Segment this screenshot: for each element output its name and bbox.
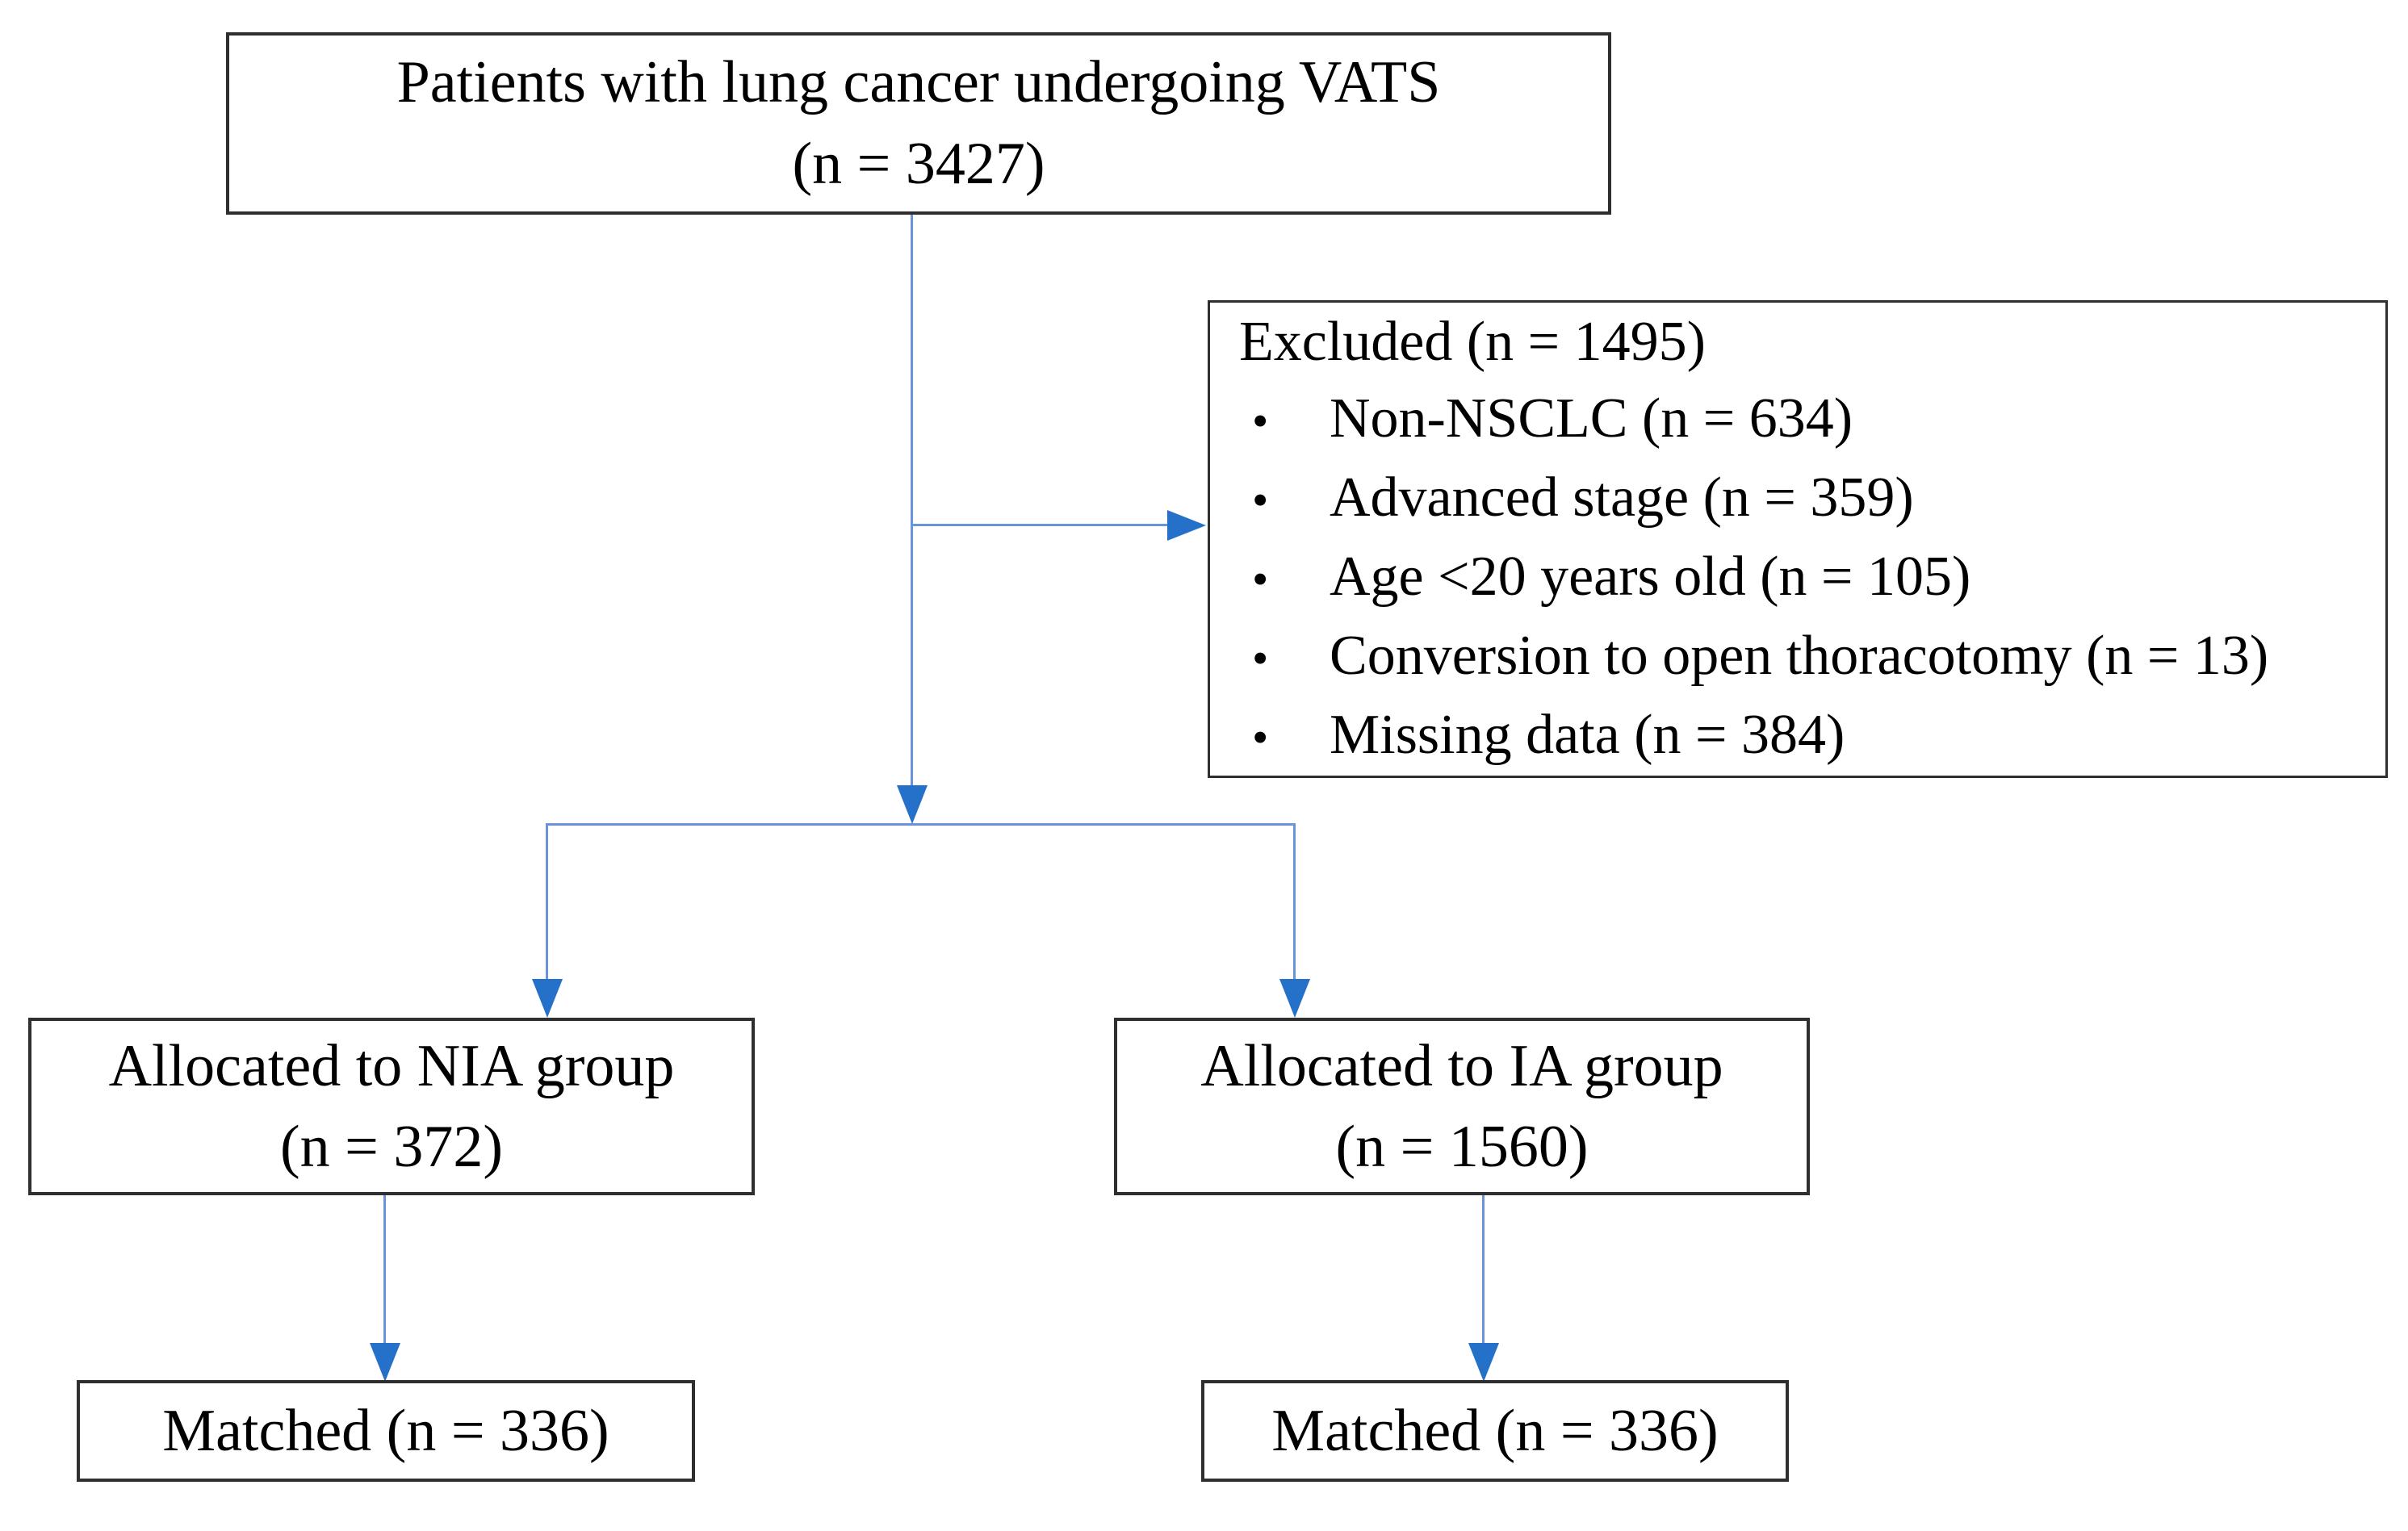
node-enrollment-count: (n = 3427) bbox=[792, 131, 1045, 197]
arrowhead-down-icon bbox=[1279, 979, 1310, 1018]
connector-enrollment-down bbox=[911, 215, 913, 789]
connector-excluded-branch bbox=[912, 524, 1170, 526]
excluded-item: • Age <20 years old (n = 105) bbox=[1239, 538, 2372, 617]
node-enrollment-label: Patients with lung cancer undergoing VAT… bbox=[396, 49, 1441, 115]
connector-split-left-down bbox=[546, 823, 548, 981]
arrowhead-right-icon bbox=[1167, 510, 1206, 541]
connector-nia-to-matched bbox=[383, 1195, 386, 1345]
bullet-icon: • bbox=[1252, 394, 1269, 447]
node-allocated-nia-label: Allocated to NIA group bbox=[108, 1033, 675, 1099]
node-allocated-ia-label: Allocated to IA group bbox=[1200, 1033, 1723, 1099]
arrowhead-down-icon bbox=[370, 1343, 400, 1382]
node-excluded: Excluded (n = 1495) • Non-NSCLC (n = 634… bbox=[1208, 300, 2388, 778]
excluded-item-label: Missing data (n = 384) bbox=[1330, 703, 1845, 766]
excluded-item-label: Age <20 years old (n = 105) bbox=[1330, 545, 1971, 608]
arrowhead-down-icon bbox=[532, 979, 563, 1018]
node-allocated-nia: Allocated to NIA group (n = 372) bbox=[28, 1018, 755, 1195]
node-allocated-nia-count: (n = 372) bbox=[279, 1114, 504, 1180]
connector-split-right-down bbox=[1293, 823, 1296, 981]
excluded-item: • Missing data (n = 384) bbox=[1239, 696, 2372, 776]
excluded-item: • Conversion to open thoracotomy (n = 13… bbox=[1239, 617, 2372, 696]
arrowhead-down-icon bbox=[897, 785, 928, 824]
node-allocated-ia: Allocated to IA group (n = 1560) bbox=[1114, 1018, 1810, 1195]
node-matched-nia-label: Matched (n = 336) bbox=[162, 1397, 609, 1464]
arrowhead-down-icon bbox=[1468, 1343, 1499, 1382]
node-matched-ia-label: Matched (n = 336) bbox=[1271, 1397, 1719, 1464]
bullet-icon: • bbox=[1252, 631, 1269, 684]
excluded-item-label: Advanced stage (n = 359) bbox=[1330, 466, 1914, 529]
excluded-item: • Advanced stage (n = 359) bbox=[1239, 459, 2372, 538]
connector-split-horizontal bbox=[546, 823, 1296, 826]
bullet-icon: • bbox=[1252, 552, 1269, 605]
excluded-item: • Non-NSCLC (n = 634) bbox=[1239, 380, 2372, 459]
node-matched-nia: Matched (n = 336) bbox=[77, 1380, 695, 1482]
bullet-icon: • bbox=[1252, 710, 1269, 763]
bullet-icon: • bbox=[1252, 473, 1269, 526]
connector-ia-to-matched bbox=[1482, 1195, 1485, 1345]
excluded-item-label: Non-NSCLC (n = 634) bbox=[1330, 387, 1853, 450]
node-enrollment: Patients with lung cancer undergoing VAT… bbox=[226, 32, 1611, 215]
node-allocated-ia-count: (n = 1560) bbox=[1335, 1114, 1589, 1180]
node-excluded-title: Excluded (n = 1495) bbox=[1239, 310, 1706, 373]
excluded-item-label: Conversion to open thoracotomy (n = 13) bbox=[1330, 624, 2269, 687]
node-matched-ia: Matched (n = 336) bbox=[1201, 1380, 1789, 1482]
